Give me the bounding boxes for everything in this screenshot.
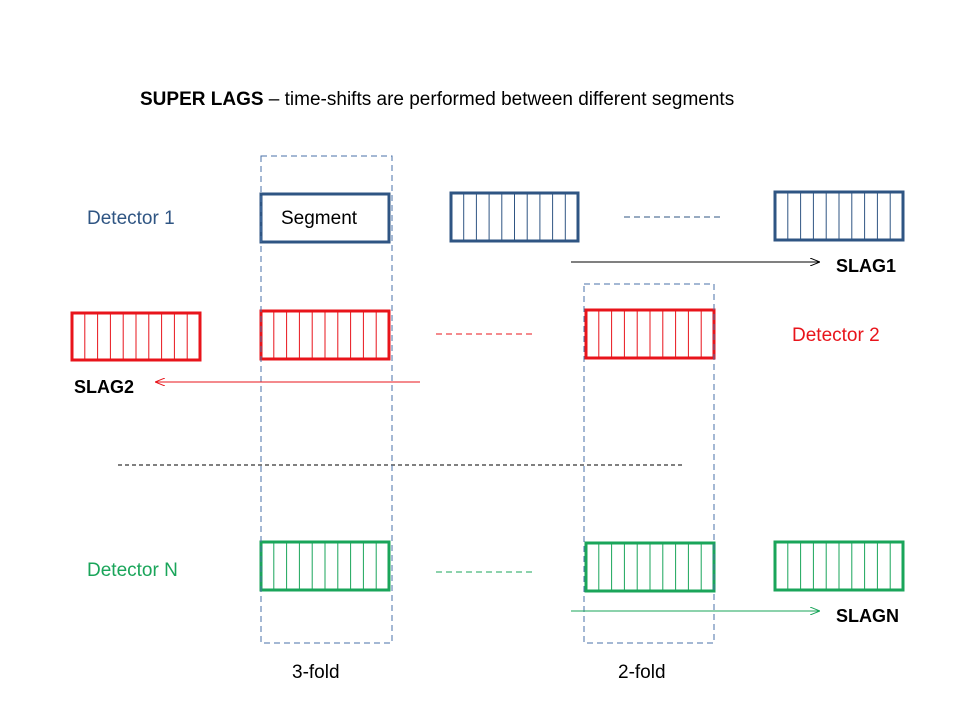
detector-n-segment-1 (259, 540, 391, 592)
detector-1-label: Detector 1 (87, 208, 175, 229)
detector-n-segment-2 (584, 541, 716, 593)
detector-2-label: Detector 2 (792, 325, 880, 346)
three-fold-box (260, 155, 393, 644)
segments-layer (70, 190, 905, 593)
detector-1-segment-2 (449, 191, 580, 243)
two-fold-label: 2-fold (618, 662, 666, 683)
detector-1-segment-3 (773, 190, 905, 242)
detector-n-segment-3 (773, 540, 905, 592)
title-rest: – time-shifts are performed between diff… (263, 89, 735, 110)
diagram-title: SUPER LAGS – time-shifts are performed b… (140, 89, 734, 111)
segment-label: Segment (281, 208, 358, 229)
three-fold-label: 3-fold (292, 662, 340, 683)
detector-2-segment-3 (584, 308, 716, 360)
two-fold-box (583, 283, 715, 644)
detector-n-label: Detector N (87, 560, 178, 581)
slagn-label: SLAGN (836, 606, 899, 626)
slag1-label: SLAG1 (836, 256, 897, 276)
slag2-label: SLAG2 (74, 377, 135, 397)
detector-2-segment-1 (70, 311, 202, 362)
title-bold: SUPER LAGS (140, 89, 264, 110)
detector-2-segment-2 (259, 309, 391, 361)
